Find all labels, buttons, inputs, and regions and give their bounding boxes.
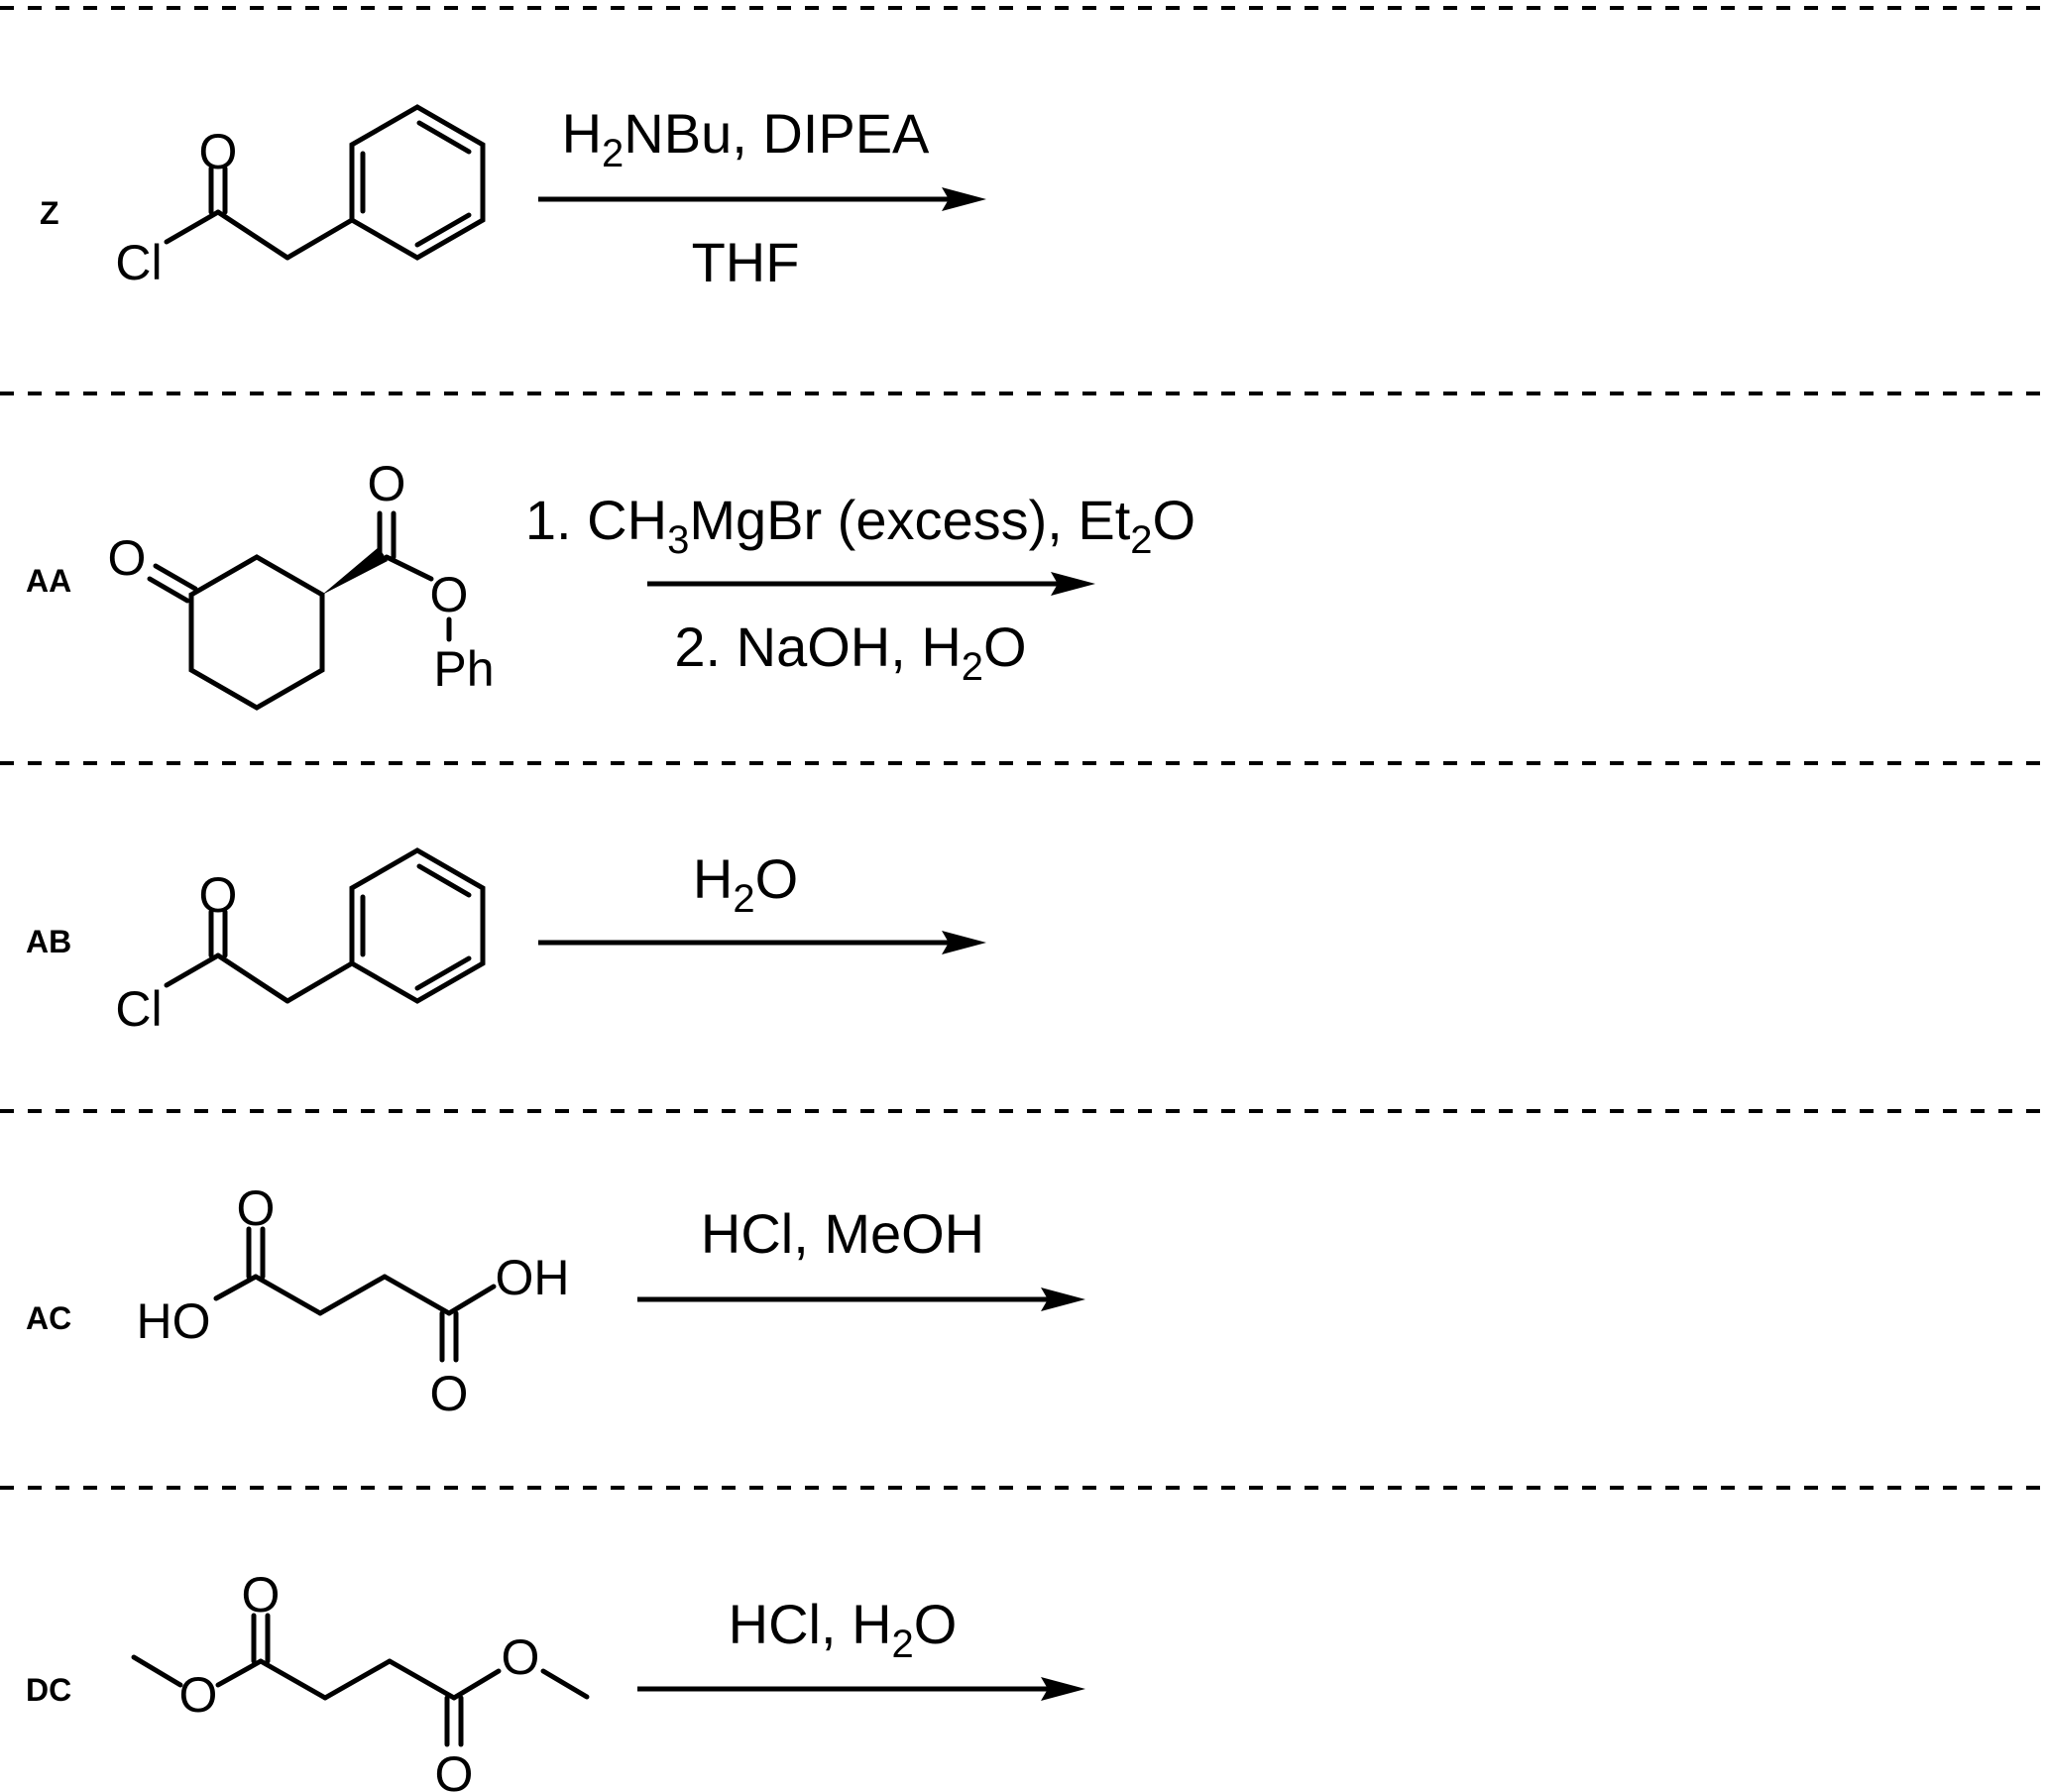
bond — [213, 1274, 259, 1301]
ring-double-bond — [416, 120, 472, 155]
reaction-arrow — [538, 187, 986, 211]
bond — [284, 217, 355, 261]
reaction-label: AB — [26, 924, 71, 959]
atom-oxygen-ester: O — [430, 567, 469, 622]
separators — [0, 6, 2046, 1490]
bond — [164, 952, 221, 988]
benzene-ring — [349, 847, 486, 1004]
arrow-head — [1041, 1677, 1085, 1701]
bond — [382, 1274, 452, 1316]
reaction-aa: AA O O O Ph 1. CH3MgBr (excess), Et2O 2.… — [26, 456, 1195, 711]
bond — [317, 1274, 388, 1316]
bond — [147, 576, 190, 604]
bond — [253, 1274, 323, 1316]
conditions-below: 2. NaOH, H2O — [674, 616, 1026, 689]
arrow-head — [1051, 572, 1095, 596]
reactant-succinic-acid: O HO OH O — [137, 1180, 570, 1421]
bond — [540, 1668, 590, 1700]
bond — [446, 1284, 497, 1316]
reactant-dimethyl-succinate: O O O O — [131, 1567, 590, 1792]
arrow-head — [1041, 1288, 1085, 1311]
reaction-label: AC — [26, 1300, 71, 1336]
hydroxyl-group: HO — [137, 1293, 211, 1349]
benzene-ring — [349, 104, 486, 261]
bond — [131, 1654, 183, 1688]
reaction-arrow — [538, 931, 986, 954]
atom-oxygen-ketone: O — [108, 530, 147, 586]
arrow-head — [942, 187, 986, 211]
reaction-ac: AC O HO OH O HCl, MeOH — [26, 1180, 1085, 1421]
bond — [322, 1658, 393, 1701]
reactant-phenylacetyl-chloride: O Cl — [115, 104, 486, 290]
bond — [284, 960, 355, 1004]
conditions-above: H2NBu, DIPEA — [562, 102, 930, 175]
atom-oxygen: O — [199, 124, 238, 179]
atom-oxygen: O — [237, 1180, 276, 1236]
conditions-above: HCl, H2O — [729, 1593, 958, 1666]
reaction-arrow — [637, 1677, 1085, 1701]
reaction-arrow — [647, 572, 1095, 596]
bond — [153, 563, 198, 592]
bond — [258, 1658, 328, 1701]
conditions-above: 1. CH3MgBr (excess), Et2O — [525, 489, 1195, 562]
atom-oxygen: O — [502, 1629, 540, 1685]
conditions-above: H2O — [693, 847, 798, 921]
cyclohexane-ring — [188, 554, 325, 711]
bond — [215, 209, 290, 261]
reaction-ab: AB O Cl H2O — [26, 847, 986, 1037]
atom-oxygen: O — [430, 1366, 469, 1421]
atom-chlorine: Cl — [115, 981, 162, 1037]
ring-double-bond — [414, 212, 472, 248]
bond — [215, 952, 290, 1004]
wedge-bond — [322, 547, 388, 595]
ring-double-bond — [414, 955, 472, 991]
bond — [215, 1658, 264, 1688]
atom-oxygen: O — [179, 1667, 218, 1723]
reaction-label: AA — [26, 563, 71, 599]
bond — [164, 209, 221, 245]
arrow-head — [942, 931, 986, 954]
bond — [451, 1668, 502, 1701]
phenyl-group: Ph — [433, 641, 494, 697]
atom-chlorine: Cl — [115, 235, 162, 290]
reaction-label: Z — [40, 195, 59, 231]
bond — [387, 1658, 457, 1701]
reactant-phenylacetyl-chloride: O Cl — [115, 847, 486, 1037]
atom-oxygen: O — [242, 1567, 281, 1623]
reaction-label: DC — [26, 1672, 71, 1708]
reaction-dc: DC O O O O HCl, H2O — [26, 1567, 1085, 1792]
conditions-below: THF — [692, 231, 800, 293]
ring-double-bond — [416, 863, 472, 898]
atom-oxygen-carbonyl: O — [368, 456, 406, 511]
reaction-arrow — [637, 1288, 1085, 1311]
hydroxyl-group: OH — [496, 1250, 570, 1305]
reactant-phenyl-3-oxocyclohexanecarboxylate: O O O Ph — [108, 456, 495, 711]
atom-oxygen: O — [435, 1746, 474, 1792]
bond — [384, 554, 434, 582]
atom-oxygen: O — [199, 867, 238, 923]
conditions-above: HCl, MeOH — [701, 1202, 984, 1265]
reaction-z: Z O Cl H2NBu, DIPEA THF — [40, 102, 986, 293]
